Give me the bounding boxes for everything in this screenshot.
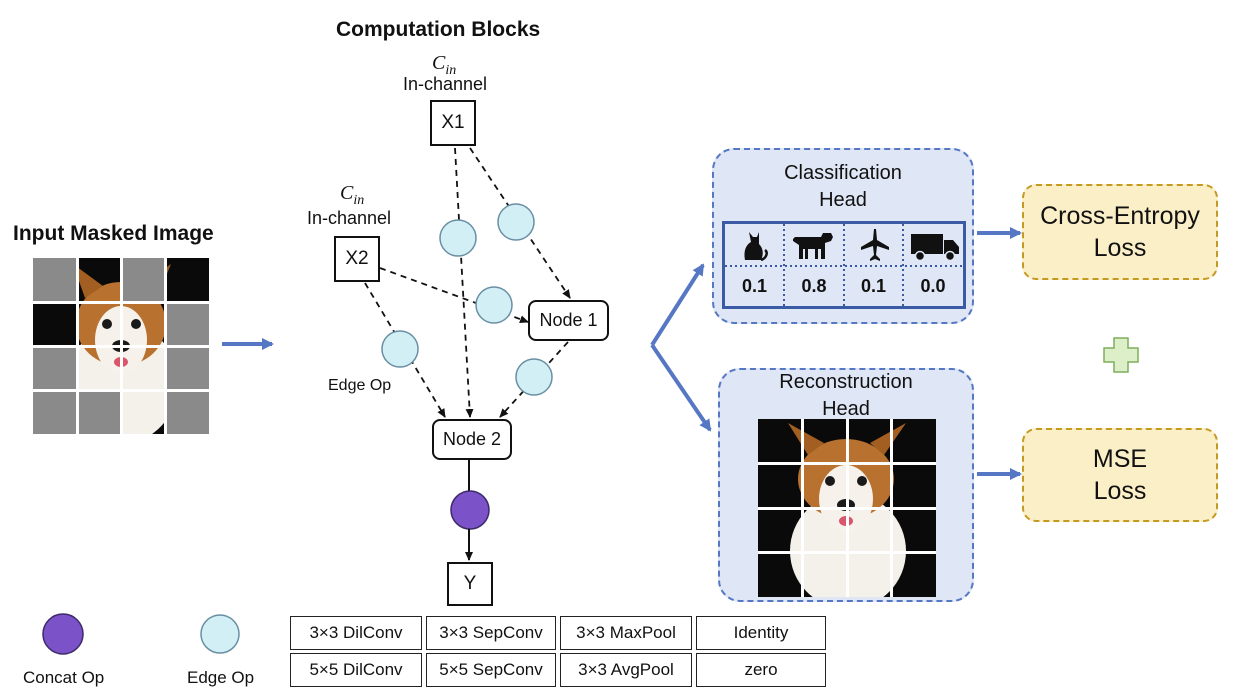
classification-head-subtitle: Head — [819, 189, 867, 211]
ops-cell: Identity — [696, 616, 826, 650]
node-2: Node 2 — [432, 419, 512, 460]
legend-edge-label: Edge Op — [187, 668, 255, 687]
input-masked-image — [33, 258, 209, 434]
airplane-icon — [861, 229, 889, 261]
edge-x2-node1 — [379, 267, 529, 324]
x2-input-node: X2 — [334, 236, 380, 282]
x2-channel-label: In-channel — [307, 208, 392, 228]
x1-input-node: X1 — [430, 100, 476, 146]
input-label: Input Masked Image — [13, 222, 214, 245]
concat-op-node — [450, 490, 490, 530]
ops-cell: 5×5 DilConv — [290, 653, 422, 687]
edge-op-node — [439, 219, 477, 257]
classification-head-title: Classification — [784, 162, 902, 184]
prob-dog: 0.8 — [801, 276, 827, 296]
reconstruction-head-subtitle: Head — [822, 398, 870, 420]
legend-concat-circle — [42, 613, 84, 655]
truck-icon — [911, 234, 959, 261]
edge-op-annotation: Edge Op — [328, 377, 392, 394]
node-1: Node 1 — [528, 300, 609, 341]
cat-icon — [744, 232, 768, 262]
ops-cell: 3×3 SepConv — [426, 616, 556, 650]
x1-channel-label: In-channel — [403, 74, 488, 94]
prob-truck: 0.0 — [920, 276, 946, 296]
edge-x1-node2 — [454, 147, 474, 418]
class-probability-table: 0.1 0.8 0.1 0.0 — [722, 221, 966, 309]
edge-op-circles — [381, 203, 553, 396]
ops-cell: zero — [696, 653, 826, 687]
edge-op-node — [515, 358, 553, 396]
ops-cell: 3×3 DilConv — [290, 616, 422, 650]
ops-cell: 3×3 MaxPool — [560, 616, 692, 650]
edge-op-node — [475, 286, 513, 324]
ops-cell: 5×5 SepConv — [426, 653, 556, 687]
diagram-title: Computation Blocks — [336, 18, 541, 41]
prob-airplane: 0.1 — [860, 276, 887, 296]
class-table-lines — [725, 224, 963, 306]
ops-cell: 3×3 AvgPool — [560, 653, 692, 687]
branch-arrow-up — [650, 263, 705, 347]
mse-loss-box: MSE Loss — [1022, 428, 1218, 522]
prob-cat: 0.1 — [741, 276, 768, 296]
reconstructed-image — [758, 419, 936, 597]
y-output-node: Y — [447, 562, 493, 606]
dog-icon — [793, 233, 833, 259]
edge-node1-node2 — [499, 341, 569, 418]
mse-title: MSE — [1092, 445, 1148, 473]
flow-arrows — [222, 227, 1022, 480]
branch-arrow-down — [650, 343, 712, 432]
x1-cin-label: Cin — [432, 52, 457, 78]
cross-entropy-title: Cross-Entropy — [1040, 202, 1200, 230]
mse-subtitle: Loss — [1093, 477, 1147, 505]
cross-entropy-loss-box: Cross-Entropy Loss — [1022, 184, 1218, 280]
edge-op-node — [497, 203, 535, 241]
plus-icon — [1103, 337, 1139, 373]
cross-entropy-subtitle: Loss — [1093, 234, 1147, 262]
edge-op-node — [381, 330, 419, 368]
reconstruction-head-title: Reconstruction — [779, 371, 913, 393]
legend-concat-label: Concat Op — [23, 668, 105, 687]
legend-edge-circle — [200, 614, 240, 654]
x2-cin-label: Cin — [340, 182, 365, 208]
